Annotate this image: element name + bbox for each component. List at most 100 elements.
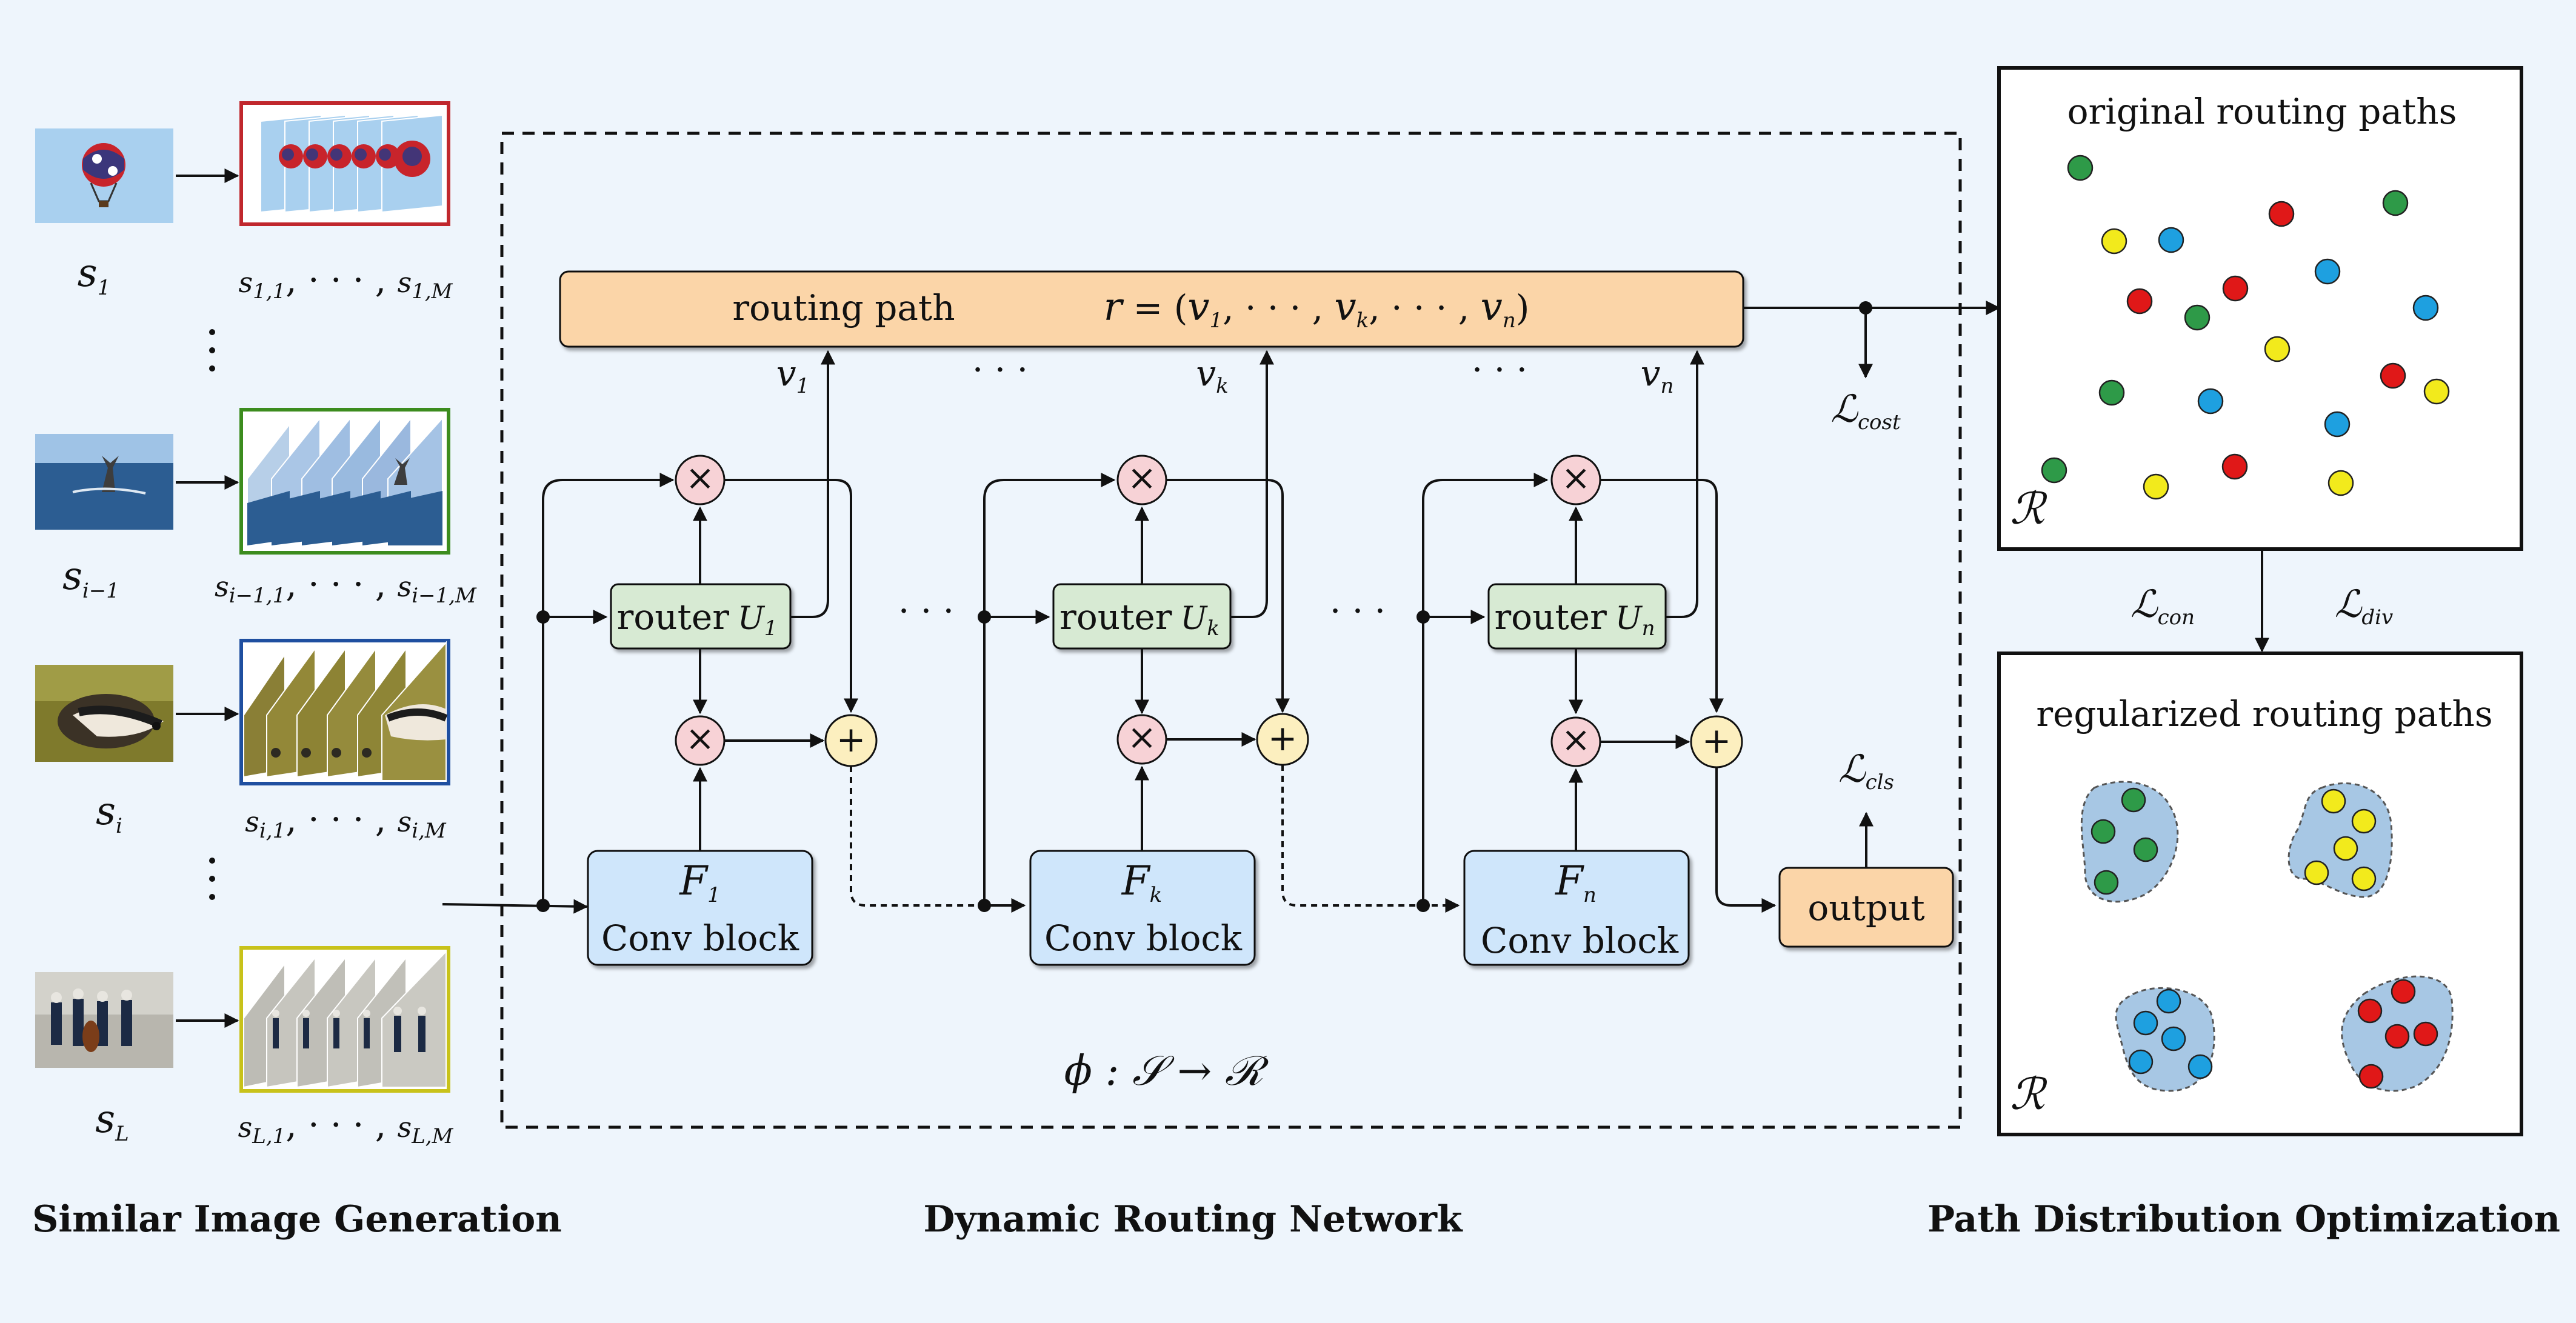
svg-text:+: + [1702,720,1732,761]
augmented-label-L: sL,1, · · · , sL,M [238,1104,454,1148]
red-path-point [2358,1064,2384,1089]
input-image-balloon [35,128,173,223]
red-path-point [2391,979,2416,1004]
conv-block-F1-symbol: F1 [679,858,720,907]
dynamic-routing-network: routing path r = (v1, · · · , vk, · · · … [442,132,2001,1129]
red-path-point [2413,1021,2438,1047]
arrow-input-to-F1 [442,899,589,914]
original-paths-title: original routing paths [2067,91,2457,132]
blue-path-point [2128,1049,2154,1075]
space-symbol-original: ℛ [2010,483,2047,534]
loss-cls: ℒcls [1838,747,1894,795]
blue-path-point [2314,258,2341,285]
loss-div: ℒdiv [2335,582,2394,630]
green-path-point [2067,155,2094,181]
original-paths-panel [1997,66,2523,551]
input-image-whale [35,434,173,530]
similar-image-generation: s1 s1,1, · · · , s1,M [35,101,477,1148]
vertical-ellipsis-top [209,329,215,372]
yellow-path-point [2351,808,2377,834]
ellipsis-mid-2: · · · [1330,590,1386,632]
blue-path-point [2156,988,2181,1014]
red-path-point [2384,1024,2410,1049]
red-path-point [2268,201,2295,227]
input-label-si: si [96,789,122,838]
routing-path-label: routing path [732,287,955,328]
blue-path-point [2158,227,2184,253]
green-path-point [2041,457,2067,484]
ellipsis-top-1: · · · [972,349,1028,390]
v1-label: v1 [776,353,809,398]
yellow-path-point [2264,336,2291,362]
blue-path-point [2324,411,2351,438]
section-title-left: Similar Image Generation [32,1198,562,1241]
section-title-middle: Dynamic Routing Network [923,1198,1463,1241]
yellow-path-point [2143,473,2169,500]
conv-block-F1-label: Conv block [601,918,799,959]
ellipsis-mid-1: · · · [898,590,954,632]
input-label-si-1: si−1 [62,554,119,603]
loss-con: ℒcon [2131,582,2195,630]
augmented-stack-musicians [239,946,450,1093]
red-path-point [2357,998,2383,1024]
input-label-s1: s1 [78,251,110,300]
vertical-ellipsis-bottom [209,858,215,900]
green-path-point [2121,787,2146,813]
red-path-point [2222,275,2249,302]
conv-block-Fk-symbol: Fk [1121,858,1162,907]
red-path-point [2221,453,2248,480]
routing-formula: r = (v1, · · · , vk, · · · , vn) [1104,285,1530,333]
green-path-point [2090,819,2116,844]
blue-path-point [2161,1026,2186,1051]
augmented-label-1: s1,1, · · · , s1,M [239,259,453,304]
green-path-point [2133,837,2158,862]
svg-text:+: + [1268,718,1298,759]
green-path-point [2184,304,2211,331]
augmented-label-i: si,1, · · · , si,M [245,799,447,843]
regularized-path-points [2090,787,2438,1089]
svg-text:×: × [1127,457,1157,498]
mapping-formula: ϕ : 𝒮 → ℛ [1064,1047,1269,1095]
yellow-path-point [2423,378,2450,405]
ellipsis-top-2: · · · [1472,349,1527,390]
section-title-right: Path Distribution Optimization [1927,1198,2560,1241]
augmented-label-i-1: si−1,1, · · · , si−1,M [215,564,477,608]
vk-label: vk [1196,353,1228,398]
green-path-point [2382,190,2409,216]
path-distribution-optimization: original routing paths ℛ ℒcon ℒdiv regul… [1997,66,2523,1136]
input-image-musicians [35,972,173,1068]
loss-cost: ℒcost [1830,387,1901,435]
input-image-badger [35,665,173,762]
conv-block-Fn-symbol: Fn [1555,858,1597,907]
yellow-path-point [2321,788,2346,814]
augmented-stack-whale [239,408,450,555]
vn-label: vn [1641,353,1674,398]
green-path-point [2094,870,2119,895]
svg-text:+: + [836,719,866,760]
yellow-path-point [2333,836,2358,861]
svg-text:×: × [1561,719,1591,760]
yellow-path-point [2351,866,2377,891]
blue-path-point [2197,388,2224,415]
svg-text:×: × [686,457,715,498]
space-symbol-regularized: ℛ [2010,1068,2047,1119]
svg-text:×: × [1561,457,1591,498]
conv-block-Fn-label: Conv block [1481,920,1679,961]
input-label-sL: sL [95,1097,128,1146]
blue-path-point [2412,295,2439,321]
red-path-point [2380,362,2406,389]
red-path-point [2126,288,2153,315]
output-label: output [1807,887,1924,928]
regularized-paths-title: regularized routing paths [2036,693,2492,735]
svg-text:×: × [1127,716,1157,758]
yellow-path-point [2327,470,2354,496]
augmented-stack-balloon [239,101,450,226]
network-dashed-frame [500,132,1962,1129]
green-path-point [2098,379,2125,406]
